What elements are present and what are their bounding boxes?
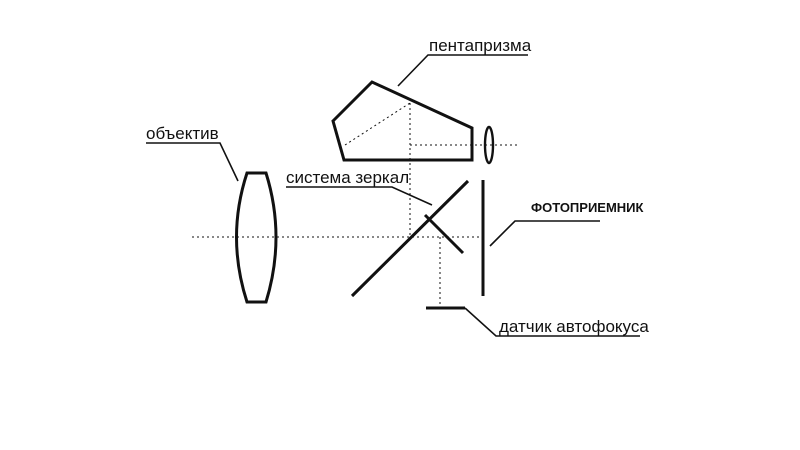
main-mirror (350, 179, 470, 298)
photodetector-leader (489, 220, 600, 247)
prism-inner-path (344, 102, 411, 146)
pentaprism-label: пентапризма (429, 36, 532, 55)
af-sensor-leader (464, 307, 640, 337)
eyepiece-lens (483, 125, 495, 165)
mirror-system-leader (286, 186, 433, 206)
pentaprism-shape (331, 80, 474, 162)
secondary-mirror (423, 213, 465, 255)
optical-paths (192, 102, 518, 307)
objective-leader (146, 142, 239, 182)
pentaprism-leader (397, 54, 528, 87)
mirror-system-label: система зеркал (286, 168, 409, 187)
objective-label: объектив (146, 124, 219, 143)
objective-lens (235, 171, 278, 304)
photodetector-label: ФОТОПРИЕМНИК (531, 200, 644, 215)
af-sensor-label: датчик автофокуса (499, 317, 649, 336)
leaders (146, 54, 640, 337)
